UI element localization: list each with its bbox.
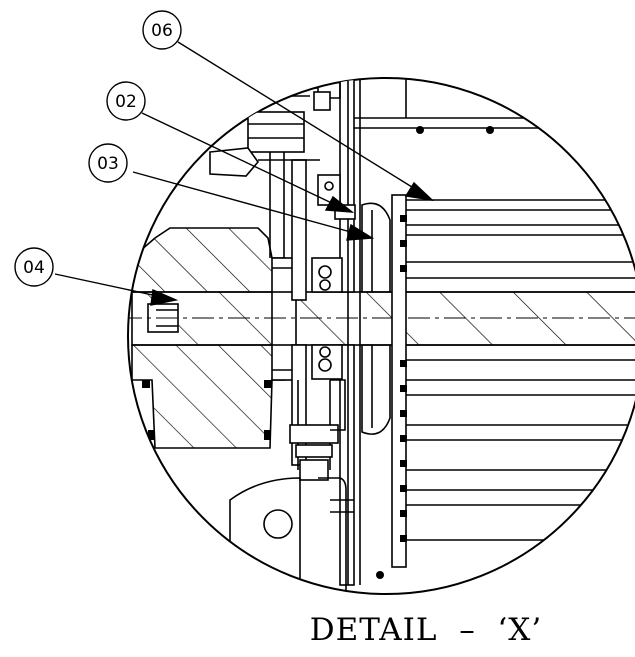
bearing-upper bbox=[311, 257, 343, 293]
gearbox-housing-upper bbox=[131, 227, 286, 293]
leader-06 bbox=[177, 41, 421, 193]
callout-02[interactable]: 02 bbox=[106, 81, 146, 121]
leader-04-arrow bbox=[150, 288, 179, 306]
output-flange bbox=[391, 194, 407, 568]
mechanical-assembly bbox=[128, 78, 635, 594]
drum-profiles bbox=[406, 199, 635, 541]
leader-02-arrow bbox=[324, 195, 355, 213]
leader-04 bbox=[54, 273, 163, 298]
callout-02-label: 02 bbox=[115, 92, 137, 112]
lower-support bbox=[289, 379, 346, 481]
bearing-lower bbox=[311, 344, 343, 380]
callout-06-label: 06 bbox=[151, 21, 173, 41]
callout-03[interactable]: 03 bbox=[88, 143, 128, 183]
brake-actuator bbox=[209, 80, 341, 258]
balloon-04 bbox=[14, 247, 54, 287]
housing-fasteners bbox=[142, 380, 384, 579]
brake-disc bbox=[361, 202, 391, 293]
leader-03-arrow bbox=[346, 223, 375, 241]
callout-03-label: 03 bbox=[97, 154, 119, 174]
callout-04[interactable]: 04 bbox=[14, 247, 54, 287]
leader-lines bbox=[54, 41, 435, 306]
detail-caption: DETAIL – ‘X’ bbox=[310, 612, 542, 648]
gearbox-housing-lower bbox=[131, 344, 286, 449]
frame-plate-center-lower bbox=[339, 344, 355, 586]
balloon-02 bbox=[106, 81, 146, 121]
brake-disc-lower bbox=[361, 344, 391, 435]
callout-04-label: 04 bbox=[23, 258, 45, 278]
callout-06[interactable]: 06 bbox=[142, 10, 182, 50]
frame-plate-left bbox=[291, 159, 307, 301]
leader-02 bbox=[141, 112, 339, 207]
leader-06-arrow bbox=[404, 181, 435, 202]
bottom-housing bbox=[229, 477, 354, 594]
leader-03 bbox=[132, 171, 359, 235]
balloon-03 bbox=[88, 143, 128, 183]
detail-boundary-circle bbox=[127, 77, 635, 595]
balloon-06 bbox=[142, 10, 182, 50]
flange-bolts bbox=[400, 215, 407, 542]
